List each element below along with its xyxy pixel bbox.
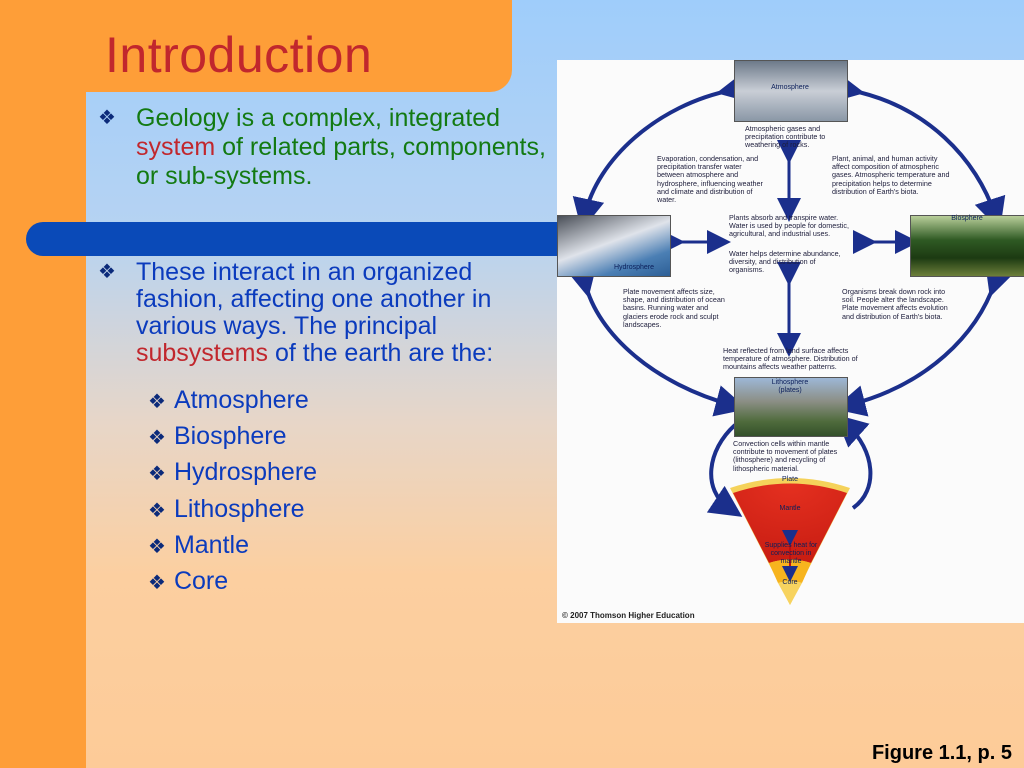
- subsystem-item: ❖Core: [148, 567, 229, 596]
- caption-hydro-bio-2: Water helps determine abundance, diversi…: [729, 249, 841, 275]
- subsystem-list: ❖Atmosphere ❖Biosphere ❖Hydrosphere ❖Lit…: [148, 383, 317, 600]
- plate-label: Plate: [782, 476, 798, 483]
- subsystem-item: ❖Lithosphere: [148, 494, 305, 523]
- diamond-bullet-icon: ❖: [148, 499, 166, 522]
- subsystem-item: ❖Hydrosphere: [148, 458, 318, 487]
- supplies-heat-label: Supplies heat for convection in mantle: [764, 542, 818, 565]
- bullet2-text-before: These interact in an organized fashion, …: [136, 258, 492, 340]
- lithosphere-label: Lithosphere (plates): [771, 379, 809, 394]
- bullet2-highlight: subsystems: [136, 339, 268, 367]
- atmosphere-label: Atmosphere: [771, 84, 809, 91]
- figure-arrows: [565, 71, 1016, 605]
- hydrosphere-label: Hydrosphere: [613, 264, 655, 271]
- bullet-geology-system: ❖ Geology is a complex, integrated syste…: [98, 104, 558, 191]
- convection-arrows: [706, 414, 873, 517]
- mantle-label: Mantle: [779, 505, 801, 512]
- figure-reference: Figure 1.1, p. 5: [871, 742, 1012, 764]
- earth-wedge: [730, 478, 850, 605]
- left-accent-strip: [0, 0, 86, 768]
- caption-bio-litho: Organisms break down rock into soil. Peo…: [842, 287, 948, 321]
- cross-arrows: [661, 140, 919, 357]
- bullet2-text-after: of the earth are the:: [274, 339, 494, 367]
- diamond-bullet-icon: ❖: [98, 261, 116, 283]
- biosphere-photo: [910, 215, 1024, 277]
- bullet1-highlight: system: [136, 133, 216, 161]
- diamond-bullet-icon: ❖: [148, 535, 166, 558]
- diamond-bullet-icon: ❖: [148, 572, 166, 595]
- copyright-notice: © 2007 Thomson Higher Education: [562, 611, 695, 620]
- slide-title: Introduction: [105, 27, 373, 83]
- caption-hydro-atm: Evaporation, condensation, and precipita…: [657, 154, 763, 205]
- subsystem-item: ❖Biosphere: [148, 422, 287, 451]
- caption-hydro-bio-1: Plants absorb and transpire water. Water…: [729, 213, 849, 239]
- divider-bar: [26, 222, 586, 256]
- earth-systems-figure: Atmosphere Hydrosphere Biosphere Lithosp…: [557, 60, 1024, 623]
- caption-litho-atm: Heat reflected from land surface affects…: [723, 346, 858, 372]
- diamond-bullet-icon: ❖: [148, 463, 166, 486]
- bullet1-text-after: of related parts, components, or sub-sys…: [136, 133, 546, 190]
- subsystem-item: ❖Mantle: [148, 530, 249, 559]
- core-label: Core: [782, 579, 798, 586]
- lithosphere-photo: [734, 377, 848, 437]
- title-tab: [0, 0, 512, 92]
- caption-convection: Convection cells within mantle contribut…: [733, 439, 838, 473]
- biosphere-label: Biosphere: [951, 215, 983, 222]
- bullet-subsystems: ❖ These interact in an organized fashion…: [98, 259, 558, 367]
- diamond-bullet-icon: ❖: [148, 427, 166, 450]
- caption-atm-weathering: Atmospheric gases and precipitation cont…: [745, 124, 826, 150]
- diamond-bullet-icon: ❖: [98, 107, 116, 129]
- circular-arrows: [565, 71, 1016, 417]
- atmosphere-photo: [734, 60, 848, 122]
- hydrosphere-photo: [557, 215, 671, 277]
- caption-litho-hydro: Plate movement affects size, shape, and …: [623, 287, 725, 329]
- subsystem-item: ❖Atmosphere: [148, 386, 309, 414]
- bullet1-text-before: Geology is a complex, integrated: [136, 104, 501, 132]
- diamond-bullet-icon: ❖: [148, 391, 166, 413]
- caption-bio-atm: Plant, animal, and human activity affect…: [832, 154, 950, 196]
